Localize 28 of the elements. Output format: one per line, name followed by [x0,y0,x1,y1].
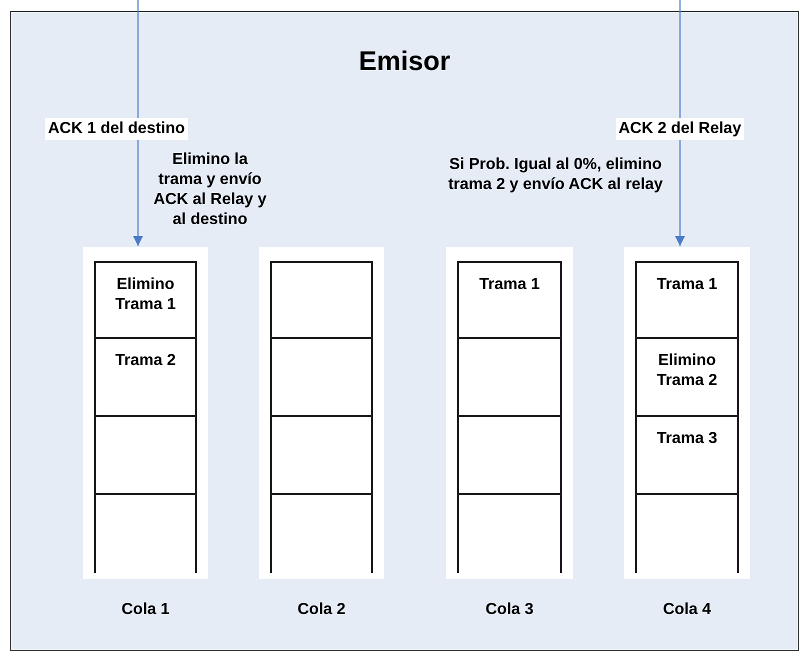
frame-slot: Elimino Trama 1 [94,261,197,339]
arrow [133,0,143,246]
edge-label: ACK 2 del Relay [616,118,744,140]
queue-slot [635,495,739,573]
queue-slot [270,417,373,495]
queue-label: Cola 1 [120,601,170,619]
note-text: Si Prob. Igual al 0%, elimino trama 2 y envío ACK al relay [448,155,663,195]
queue-slot [457,417,562,495]
queue-slot [457,495,562,573]
queue-slot [270,495,373,573]
frame-slot: Trama 3 [635,417,739,495]
queue-slot [270,339,373,417]
queue-slot [94,417,197,495]
queue-label: Cola 2 [296,601,346,619]
queue-slot [457,339,562,417]
panel-title: Emisor [358,46,452,77]
queue-label: Cola 3 [484,601,534,619]
queue-slot [94,495,197,573]
frame-slot: Trama 1 [457,261,562,339]
edge-label: ACK 1 del destino [45,118,188,140]
panel-background [10,11,799,651]
frame-slot: Trama 2 [94,339,197,417]
queue-label: Cola 4 [662,601,712,619]
frame-slot: Elimino Trama 2 [635,339,739,417]
note-text: Elimino la trama y envío ACK al Relay y al destino [152,150,268,230]
frame-slot: Trama 1 [635,261,739,339]
queue-slot [270,261,373,339]
arrow [675,0,685,246]
